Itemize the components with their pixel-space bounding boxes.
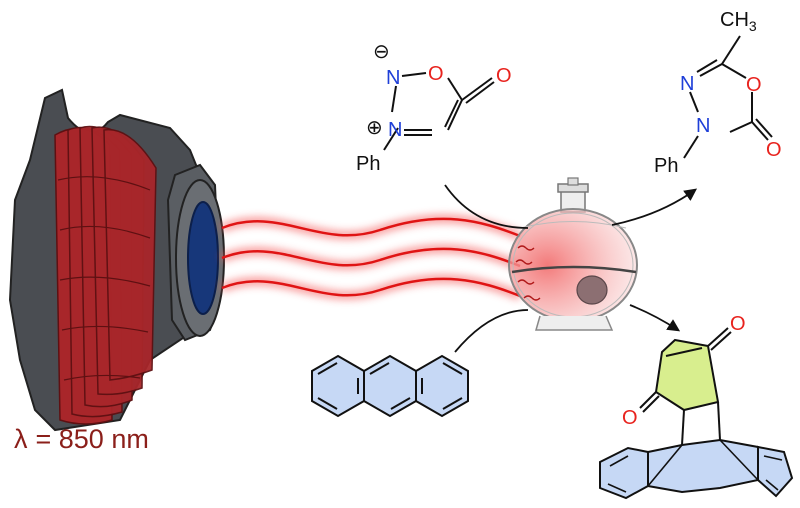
sydnone-o-ring: O xyxy=(428,63,444,85)
anthracene-molecule xyxy=(311,354,469,418)
sydnone-ph: Ph xyxy=(356,153,380,175)
laser-diode-icon xyxy=(8,88,225,432)
oxadiazolone-n-top: N xyxy=(680,73,694,95)
beam-3 xyxy=(221,277,521,298)
beam-2 xyxy=(221,247,521,268)
coil-lines xyxy=(57,176,151,381)
oxadiazolone-o-carbonyl: O xyxy=(766,139,782,161)
arrow-product-out xyxy=(611,188,698,226)
beam-1 xyxy=(221,217,521,238)
methyl-label: CH3 xyxy=(720,9,757,34)
stir-bar xyxy=(576,275,608,305)
lens-icon xyxy=(187,201,219,315)
light-beams xyxy=(220,214,522,301)
oxadiazolone-n-bottom: N xyxy=(696,115,710,137)
minus-charge-icon: ⊖ xyxy=(373,41,390,63)
wavelength-label: λ = 850 nm xyxy=(14,424,149,454)
reaction-arrows xyxy=(444,184,698,353)
lambda-symbol: λ xyxy=(14,424,28,454)
cooling-coils xyxy=(54,125,157,425)
adduct-o-top: O xyxy=(730,313,746,335)
arrow-anthracene-in xyxy=(454,309,529,353)
oxadiazolone-o-ring: O xyxy=(746,74,762,96)
sydnone-n-top: N xyxy=(386,67,400,89)
plus-charge-icon: ⊕ xyxy=(366,117,383,139)
adduct-o-left: O xyxy=(622,407,638,429)
round-bottom-flask-icon xyxy=(508,177,638,331)
oxadiazolone-ph: Ph xyxy=(654,155,678,177)
sydnone-n-bottom: N xyxy=(388,119,402,141)
wavelength-value: = 850 nm xyxy=(36,424,149,454)
sydnone-o-carbonyl: O xyxy=(496,65,512,87)
arrow-adduct-out xyxy=(629,304,681,332)
sydnone-molecule: N O O N Ph ⊖ ⊕ xyxy=(356,41,512,175)
adduct-molecule: O O xyxy=(599,313,794,500)
oxadiazolone-molecule: CH3 N O N O Ph xyxy=(654,9,782,177)
arrow-reactant-in xyxy=(444,184,529,229)
